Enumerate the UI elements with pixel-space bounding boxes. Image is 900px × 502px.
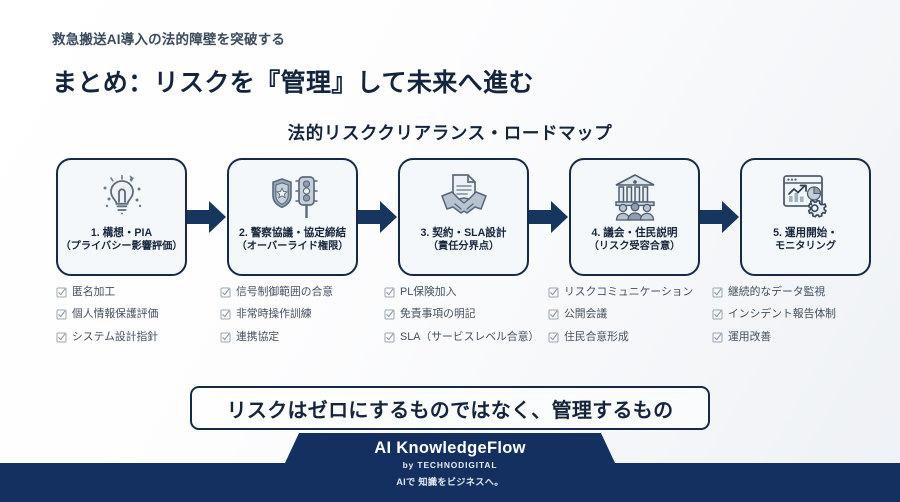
checklist-item[interactable]: 連携協定 — [220, 330, 384, 348]
checklist-item-label: 個人情報保護評価 — [72, 308, 159, 321]
checklist-item-label: 運用改善 — [728, 330, 772, 343]
checkbox-checked-icon — [712, 332, 723, 348]
checklist-item[interactable]: 継続的なデータ監視 — [712, 285, 876, 303]
roadmap-step-label-3-line1: 3. 契約・SLA設計 — [420, 227, 507, 239]
checklist-item-label: 匿名加工 — [72, 286, 116, 298]
checklist-item[interactable]: 匿名加工 — [56, 285, 220, 303]
checklist-item-label: PL保険加入 — [400, 286, 457, 298]
checklist-item-label: インシデント報告体制 — [728, 308, 836, 321]
checkbox-checked-icon — [548, 309, 559, 325]
checklist-item-label: 公開会議 — [564, 308, 608, 321]
checklist-item-label: 信号制御範囲の合意 — [236, 286, 334, 298]
checkbox-checked-icon — [384, 287, 395, 303]
checkbox-checked-icon — [220, 332, 231, 348]
roadmap-step-card-5[interactable]: 5. 運用開始・ モニタリング — [740, 158, 871, 276]
roadmap-step-label-4-line1: 4. 議会・住民説明 — [591, 227, 678, 239]
roadmap-step-label-2-line2: （オーバーライド権限） — [236, 241, 349, 253]
checklist-item-label: SLA（サービスレベル合意） — [400, 330, 540, 343]
lightbulb-idea-icon — [96, 171, 148, 223]
contract-handshake-icon — [438, 171, 490, 223]
flow-arrow-1 — [187, 158, 227, 276]
checkbox-checked-icon — [56, 287, 67, 303]
roadmap-step-label-1-line2: （プライバシー影響評価） — [60, 241, 183, 253]
checkbox-checked-icon — [56, 309, 67, 325]
checkbox-checked-icon — [548, 332, 559, 348]
checkbox-checked-icon — [712, 309, 723, 325]
checklist-column-3: PL保険加入 免責事項の明記 SLA（サービスレベル合意） — [384, 285, 548, 352]
roadmap-title: 法的リスククリアランス・ロードマップ — [287, 123, 613, 143]
key-message-text: リスクはゼロにするものではなく、管理するもの — [226, 399, 674, 422]
dashboard-gear-monitoring-icon — [779, 171, 833, 223]
eyebrow-text: 救急搬送AI導入の法的障壁を突破する — [52, 32, 286, 47]
checklist-item-label: 非常時操作訓練 — [236, 308, 312, 321]
checkbox-checked-icon — [220, 309, 231, 325]
roadmap-step-label-2-line1: 2. 警察協議・協定締結 — [238, 227, 347, 239]
checklist-item-label: リスクコミュニケーション — [564, 286, 694, 298]
police-badge-traffic-light-icon — [266, 171, 320, 223]
page-title: まとめ：リスクを『管理』して未来へ進む — [52, 69, 534, 97]
checklist-item[interactable]: 運用改善 — [712, 330, 876, 348]
checklist-item[interactable]: 個人情報保護評価 — [56, 307, 220, 325]
footer-brand-tab — [285, 433, 615, 463]
checkbox-checked-icon — [384, 332, 395, 348]
roadmap-step-label-3-line2: （責任分界点） — [427, 241, 500, 253]
checklist-item[interactable]: 免責事項の明記 — [384, 307, 548, 325]
government-citizens-icon — [609, 171, 661, 223]
checklist-item[interactable]: PL保険加入 — [384, 285, 548, 303]
checklist-item-label: システム設計指針 — [72, 330, 159, 343]
roadmap-step-card-3[interactable]: 3. 契約・SLA設計 （責任分界点） — [398, 158, 529, 276]
checkbox-checked-icon — [712, 287, 723, 303]
flow-arrow-4 — [700, 158, 740, 276]
flow-arrow-2 — [358, 158, 398, 276]
checklist-column-4: リスクコミュニケーション 公開会議 住民合意形成 — [548, 285, 712, 352]
checklist-item[interactable]: リスクコミュニケーション — [548, 285, 712, 303]
roadmap-step-card-4[interactable]: 4. 議会・住民説明 （リスク受容合意） — [569, 158, 700, 276]
checklist-item[interactable]: 信号制御範囲の合意 — [220, 285, 384, 303]
checklist-item-label: 継続的なデータ監視 — [728, 286, 826, 298]
checklist-column-2: 信号制御範囲の合意 非常時操作訓練 連携協定 — [220, 285, 384, 352]
roadmap-flow: 1. 構想・PIA （プライバシー影響評価） — [56, 158, 871, 276]
roadmap-step-label-5-line2: モニタリング — [774, 241, 837, 253]
checklist-item[interactable]: インシデント報告体制 — [712, 307, 876, 325]
roadmap-step-label-1-line1: 1. 構想・PIA — [90, 227, 153, 239]
key-message-callout: リスクはゼロにするものではなく、管理するもの — [190, 386, 710, 430]
roadmap-step-card-2[interactable]: 2. 警察協議・協定締結 （オーバーライド権限） — [227, 158, 358, 276]
checklist-item[interactable]: システム設計指針 — [56, 330, 220, 348]
checklist-item-label: 住民合意形成 — [564, 330, 629, 343]
flow-arrow-3 — [529, 158, 569, 276]
checkbox-checked-icon — [384, 309, 395, 325]
roadmap-step-card-1[interactable]: 1. 構想・PIA （プライバシー影響評価） — [56, 158, 187, 276]
checkbox-checked-icon — [220, 287, 231, 303]
checklist-item-label: 連携協定 — [236, 330, 280, 343]
checklist-column-1: 匿名加工 個人情報保護評価 システム設計指針 — [56, 285, 220, 352]
checkbox-checked-icon — [548, 287, 559, 303]
checklist-item-label: 免責事項の明記 — [400, 308, 476, 321]
footer-bar — [0, 463, 900, 502]
checklist-item[interactable]: SLA（サービスレベル合意） — [384, 330, 548, 348]
checklist-item[interactable]: 公開会議 — [548, 307, 712, 325]
roadmap-step-label-5-line1: 5. 運用開始・ — [773, 227, 838, 239]
checklist-column-5: 継続的なデータ監視 インシデント報告体制 運用改善 — [712, 285, 876, 352]
checklist-item[interactable]: 住民合意形成 — [548, 330, 712, 348]
checklist-row: 匿名加工 個人情報保護評価 システム設計指針 信号制御範囲の合意 非常時操作訓練… — [56, 285, 856, 352]
checkbox-checked-icon — [56, 332, 67, 348]
checklist-item[interactable]: 非常時操作訓練 — [220, 307, 384, 325]
roadmap-step-label-4-line2: （リスク受容合意） — [588, 241, 681, 253]
